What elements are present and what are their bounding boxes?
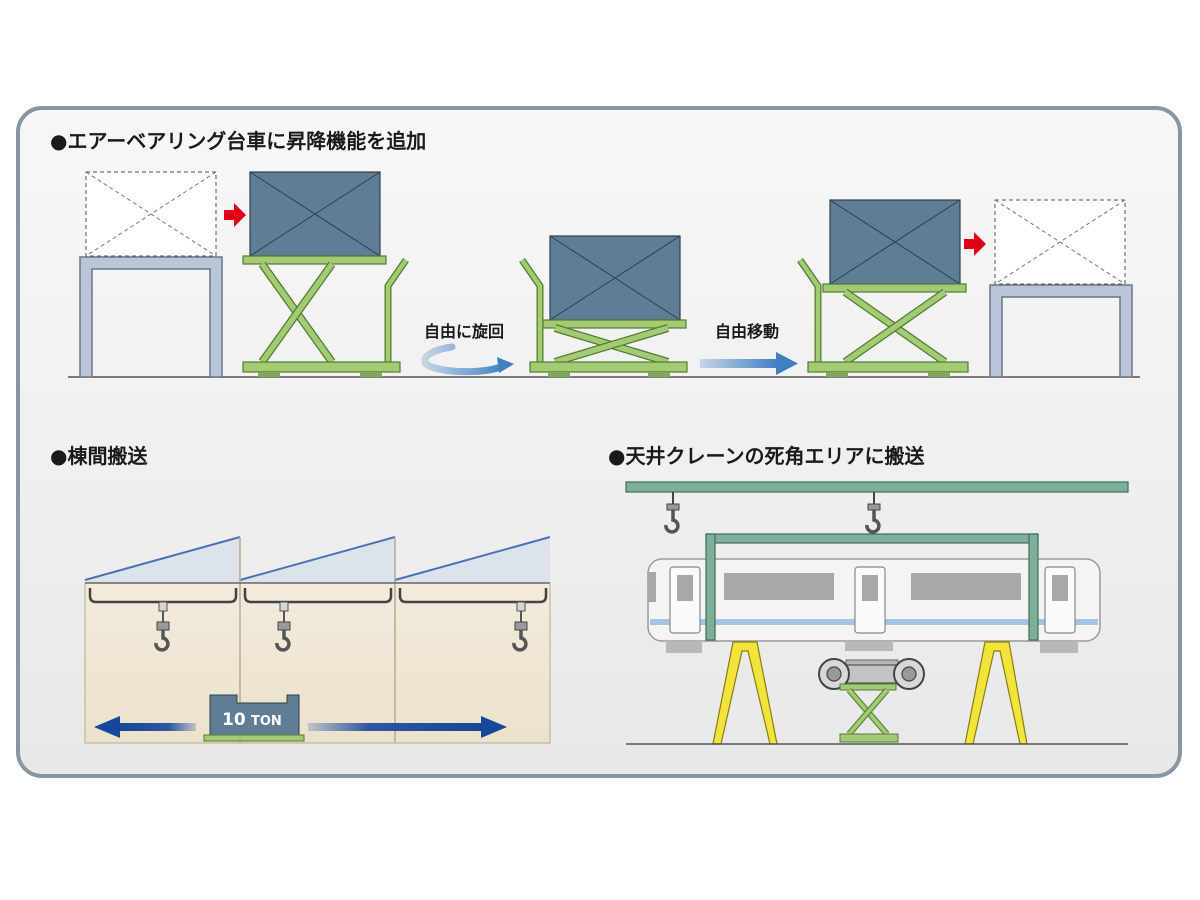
yellow-stand-right [964, 641, 1028, 745]
hook-icon [154, 601, 170, 652]
yellow-stand-left [712, 641, 778, 745]
lift-cart-small [839, 683, 899, 743]
stand-left [79, 171, 223, 378]
load-unit: TON [251, 714, 282, 729]
red-arrow-icon [224, 203, 246, 227]
overhead-crane-beam [625, 481, 1129, 493]
hook-icon [512, 601, 528, 652]
lift-sequence: 自由に旋回 自由移動 [68, 171, 1140, 378]
crane-blind-area-diagram [625, 481, 1129, 745]
gantry-frame [705, 533, 1039, 641]
train-icon [647, 558, 1101, 653]
load-value: 10 [222, 710, 246, 730]
move-label: 自由移動 [715, 322, 779, 341]
lift-cart-lowered [519, 235, 688, 377]
stand-right [989, 199, 1133, 378]
heading-bay-transport: ●棟間搬送 [50, 444, 148, 468]
heading-lift-function: ●エアーベアリング台車に昇降機能を追加 [50, 129, 427, 153]
ten-ton-load: 10 TON [203, 694, 305, 742]
rotate-label: 自由に旋回 [424, 322, 504, 341]
hook-icon [865, 492, 881, 534]
move-right-arrow-icon [308, 716, 507, 738]
move-left-arrow-icon [94, 716, 196, 738]
heading-crane-blind-area: ●天井クレーンの死角エリアに搬送 [608, 444, 925, 468]
hook-icon [664, 492, 680, 534]
rotate-arrow-icon [421, 343, 514, 376]
red-arrow-icon [964, 232, 986, 256]
bay-transport-diagram: 10 TON [84, 536, 551, 744]
move-arrow-icon [700, 352, 798, 375]
hook-icon [275, 601, 291, 652]
train-bogie [818, 658, 925, 690]
lift-cart-raised [242, 171, 409, 377]
lift-cart-raised-2 [797, 199, 969, 377]
